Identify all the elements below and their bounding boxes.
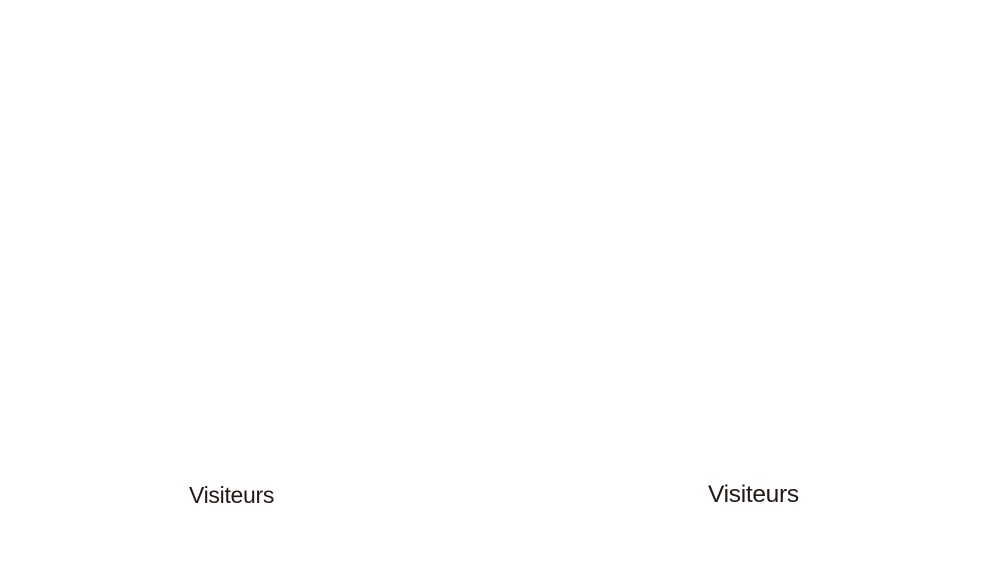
visiteurs-label-right: Visiteurs	[708, 481, 799, 508]
visiteurs-label-left: Visiteurs	[189, 482, 275, 508]
